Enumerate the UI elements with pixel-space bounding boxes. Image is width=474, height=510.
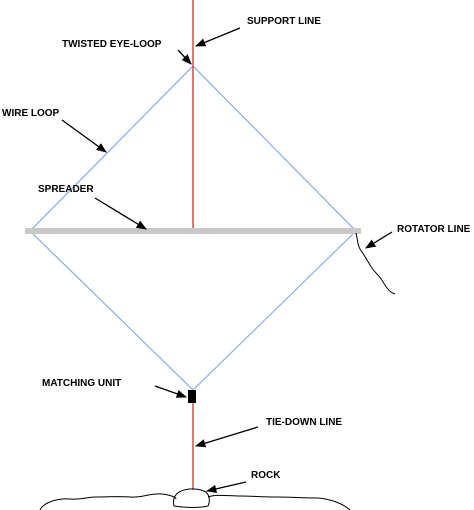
tie-down-line-label: TIE-DOWN LINE — [266, 417, 342, 428]
ground — [39, 493, 351, 510]
support-line-arrow — [195, 27, 241, 47]
rotator-line — [355, 232, 396, 295]
rock-arrow — [205, 481, 247, 493]
matching-unit-label: MATCHING UNIT — [42, 378, 121, 389]
spreader-bar — [25, 228, 361, 234]
spreader-label: SPREADER — [38, 184, 94, 195]
rock — [173, 488, 210, 508]
rock-label: ROCK — [251, 470, 281, 481]
rotator-line-arrow — [365, 231, 393, 249]
wire-loop-label: WIRE LOOP — [2, 108, 60, 119]
tie-down-line-arrow — [195, 426, 259, 448]
support-line-label: SUPPORT LINE — [247, 16, 321, 27]
spreader-arrow — [94, 197, 147, 230]
twisted-eye-loop-arrow — [177, 49, 192, 65]
rotator-line-label: ROTATOR LINE — [397, 224, 471, 235]
wire-loop-arrow — [61, 119, 107, 153]
matching-unit — [188, 390, 196, 403]
twisted-eye-loop-label: TWISTED EYE-LOOP — [62, 39, 162, 50]
matching-unit-arrow — [154, 385, 187, 398]
